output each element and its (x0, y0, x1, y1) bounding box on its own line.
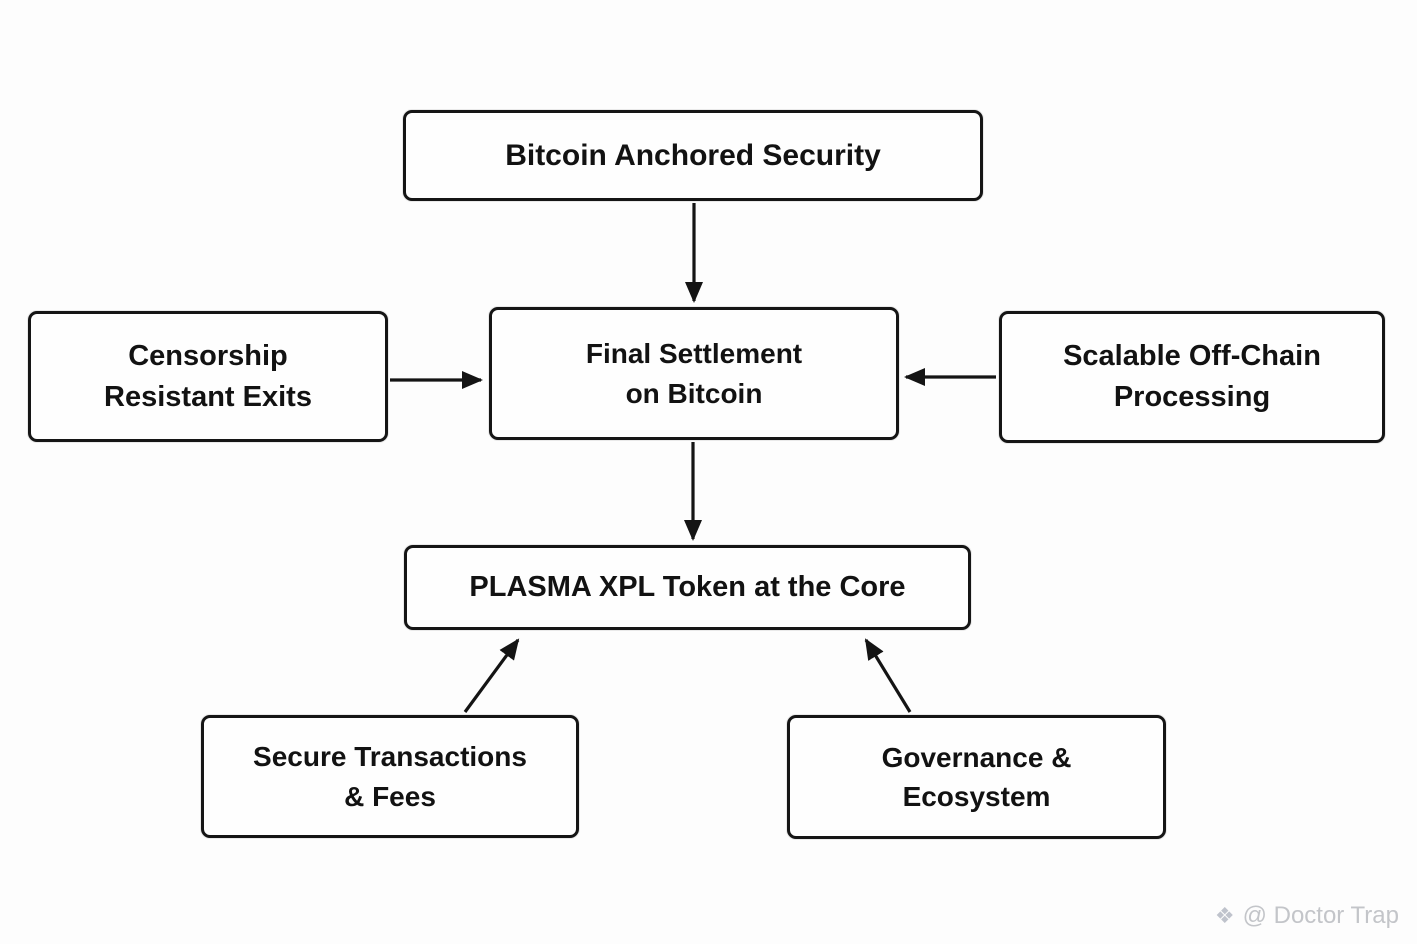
watermark: ❖ @ Doctor Trap (1215, 902, 1399, 930)
node-label: on Bitcoin (625, 377, 763, 409)
node-label: Censorship (128, 339, 288, 372)
node-label: Governance & (881, 741, 1072, 773)
node-plasma-xpl-token: PLASMA XPL Token at the Core (404, 545, 971, 630)
node-label: Processing (1113, 381, 1271, 413)
node-label: Secure Transactions (253, 741, 527, 773)
node-censorship-resistant-exits: Censorship Resistant Exits (28, 311, 388, 442)
node-governance-ecosystem: Governance & Ecosystem (787, 715, 1166, 839)
node-scalable-offchain-processing: Scalable Off-Chain Processing (999, 311, 1385, 443)
node-bitcoin-anchored-security: Bitcoin Anchored Security (403, 110, 983, 201)
node-secure-transactions-fees: Secure Transactions & Fees (201, 715, 579, 838)
arrow-secure-to-plasma (463, 638, 520, 713)
node-label: Scalable Off-Chain (1063, 340, 1321, 373)
node-label: PLASMA XPL Token at the Core (469, 571, 906, 604)
watermark-text: @ Doctor Trap (1242, 902, 1399, 929)
node-label: Resistant Exits (104, 380, 312, 413)
node-label: Ecosystem (902, 781, 1051, 812)
node-final-settlement: Final Settlement on Bitcoin (489, 307, 899, 440)
node-label: & Fees (344, 780, 436, 812)
arrow-governance-to-plasma (864, 638, 912, 713)
node-label: Final Settlement (585, 338, 803, 370)
diamond-icon: ❖ (1214, 903, 1235, 928)
node-label: Bitcoin Anchored Security (505, 138, 881, 172)
